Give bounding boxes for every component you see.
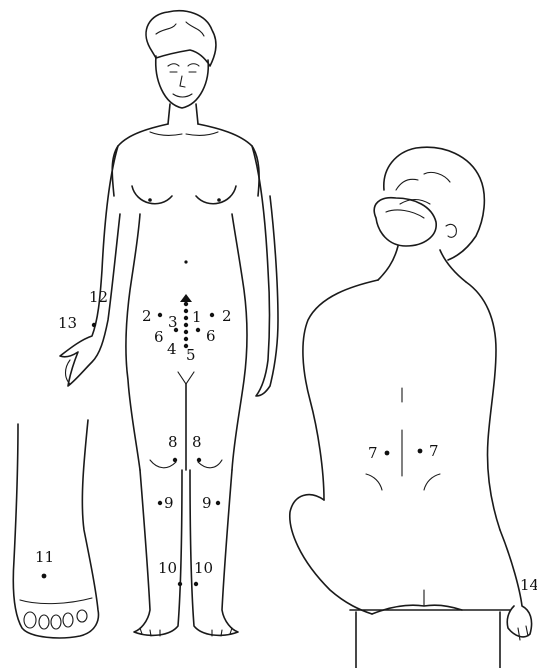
label-point-9-left: 9 [164, 494, 174, 512]
label-point-2-left: 2 [142, 307, 152, 325]
label-point-13: 13 [58, 314, 77, 332]
label-point-8-left: 8 [168, 433, 178, 451]
label-point-10-right: 10 [194, 559, 213, 577]
label-point-6-right: 6 [206, 327, 216, 345]
label-point-4: 4 [167, 340, 177, 358]
foot-figure [13, 420, 98, 638]
acupoint-labels: 1 2 2 3 4 5 6 6 7 7 8 8 9 9 10 10 11 12 … [35, 288, 537, 594]
label-point-14: 14 [520, 576, 537, 594]
label-point-1: 1 [192, 308, 202, 326]
label-point-10-left: 10 [158, 559, 177, 577]
label-point-11: 11 [35, 548, 54, 566]
label-point-7-right: 7 [429, 442, 439, 460]
acupoint-dots [42, 294, 423, 586]
label-point-9-right: 9 [202, 494, 212, 512]
label-point-5: 5 [186, 346, 196, 364]
label-point-2-right: 2 [222, 307, 232, 325]
label-point-7-left: 7 [368, 444, 378, 462]
back-figure [290, 147, 532, 668]
label-point-8-right: 8 [192, 433, 202, 451]
label-point-6-left: 6 [154, 328, 164, 346]
label-point-3: 3 [168, 313, 178, 331]
label-point-12: 12 [89, 288, 108, 306]
